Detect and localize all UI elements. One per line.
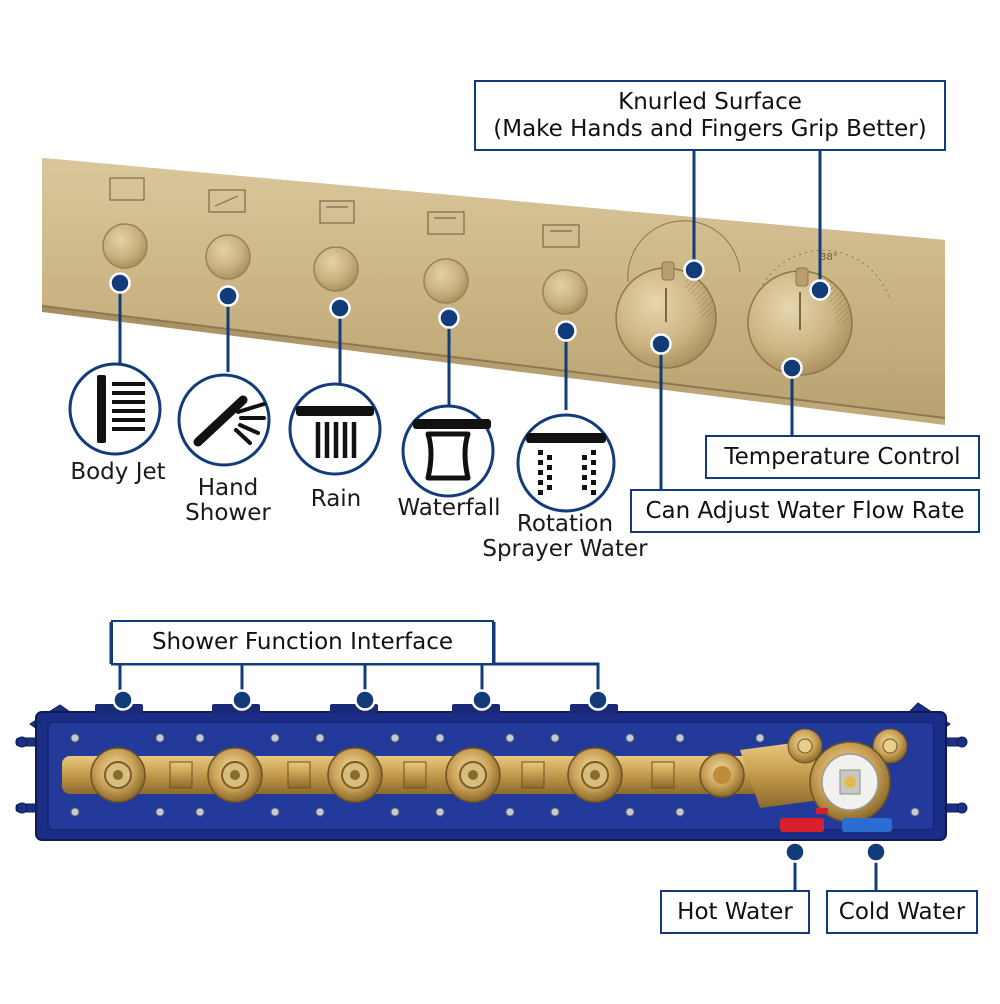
body-jet-button[interactable]	[102, 223, 148, 269]
bottom-callout-dots	[112, 689, 887, 863]
hand-shower-button[interactable]	[205, 234, 251, 280]
panel-hand-shower-icon	[208, 189, 246, 213]
shower-function-interface-label: Shower Function Interface	[111, 620, 494, 665]
rain-button[interactable]	[313, 246, 359, 292]
panel-body-jet-icon	[109, 177, 145, 201]
valve-housing	[15, 702, 968, 841]
hand-shower-label: Hand Shower	[185, 475, 271, 527]
knurled-surface-subtitle: (Make Hands and Fingers Grip Better)	[493, 115, 927, 142]
waterfall-label: Waterfall	[397, 495, 501, 521]
top-callout-lines	[118, 150, 822, 490]
thermostatic-cartridge	[787, 728, 908, 823]
flow-knob[interactable]	[615, 220, 741, 369]
push-buttons	[102, 223, 588, 315]
diverter-valves	[90, 747, 745, 803]
waterfall-icon	[401, 404, 495, 498]
hand-shower-icon	[177, 373, 271, 467]
knurled-surface-label: Knurled Surface (Make Hands and Fingers …	[474, 80, 946, 151]
hot-water-label: Hot Water	[660, 890, 810, 934]
rotation-button[interactable]	[542, 269, 588, 315]
panel-waterfall-icon	[427, 211, 465, 235]
waterfall-button[interactable]	[423, 258, 469, 304]
temperature-control-label: Temperature Control	[705, 435, 980, 479]
panel-function-icons	[109, 177, 580, 248]
rotation-sprayer-icon	[516, 413, 616, 513]
body-jet-icon	[68, 362, 162, 456]
panel-rain-icon	[319, 200, 355, 224]
top-callout-dots	[109, 259, 831, 379]
cold-water-label: Cold Water	[826, 890, 978, 934]
panel-rotation-icon	[542, 224, 580, 248]
cold-inlet-marker	[842, 818, 892, 832]
body-jet-label: Body Jet	[70, 459, 166, 485]
rain-icon	[288, 382, 382, 476]
rotation-sprayer-label: Rotation Sprayer Water	[482, 511, 648, 563]
dial-marking: 38°	[820, 252, 838, 263]
knurled-surface-title: Knurled Surface	[618, 89, 802, 116]
hot-inlet-marker	[780, 818, 824, 832]
flow-rate-label: Can Adjust Water Flow Rate	[630, 489, 980, 533]
rain-label: Rain	[310, 486, 362, 512]
control-panel	[41, 158, 946, 425]
